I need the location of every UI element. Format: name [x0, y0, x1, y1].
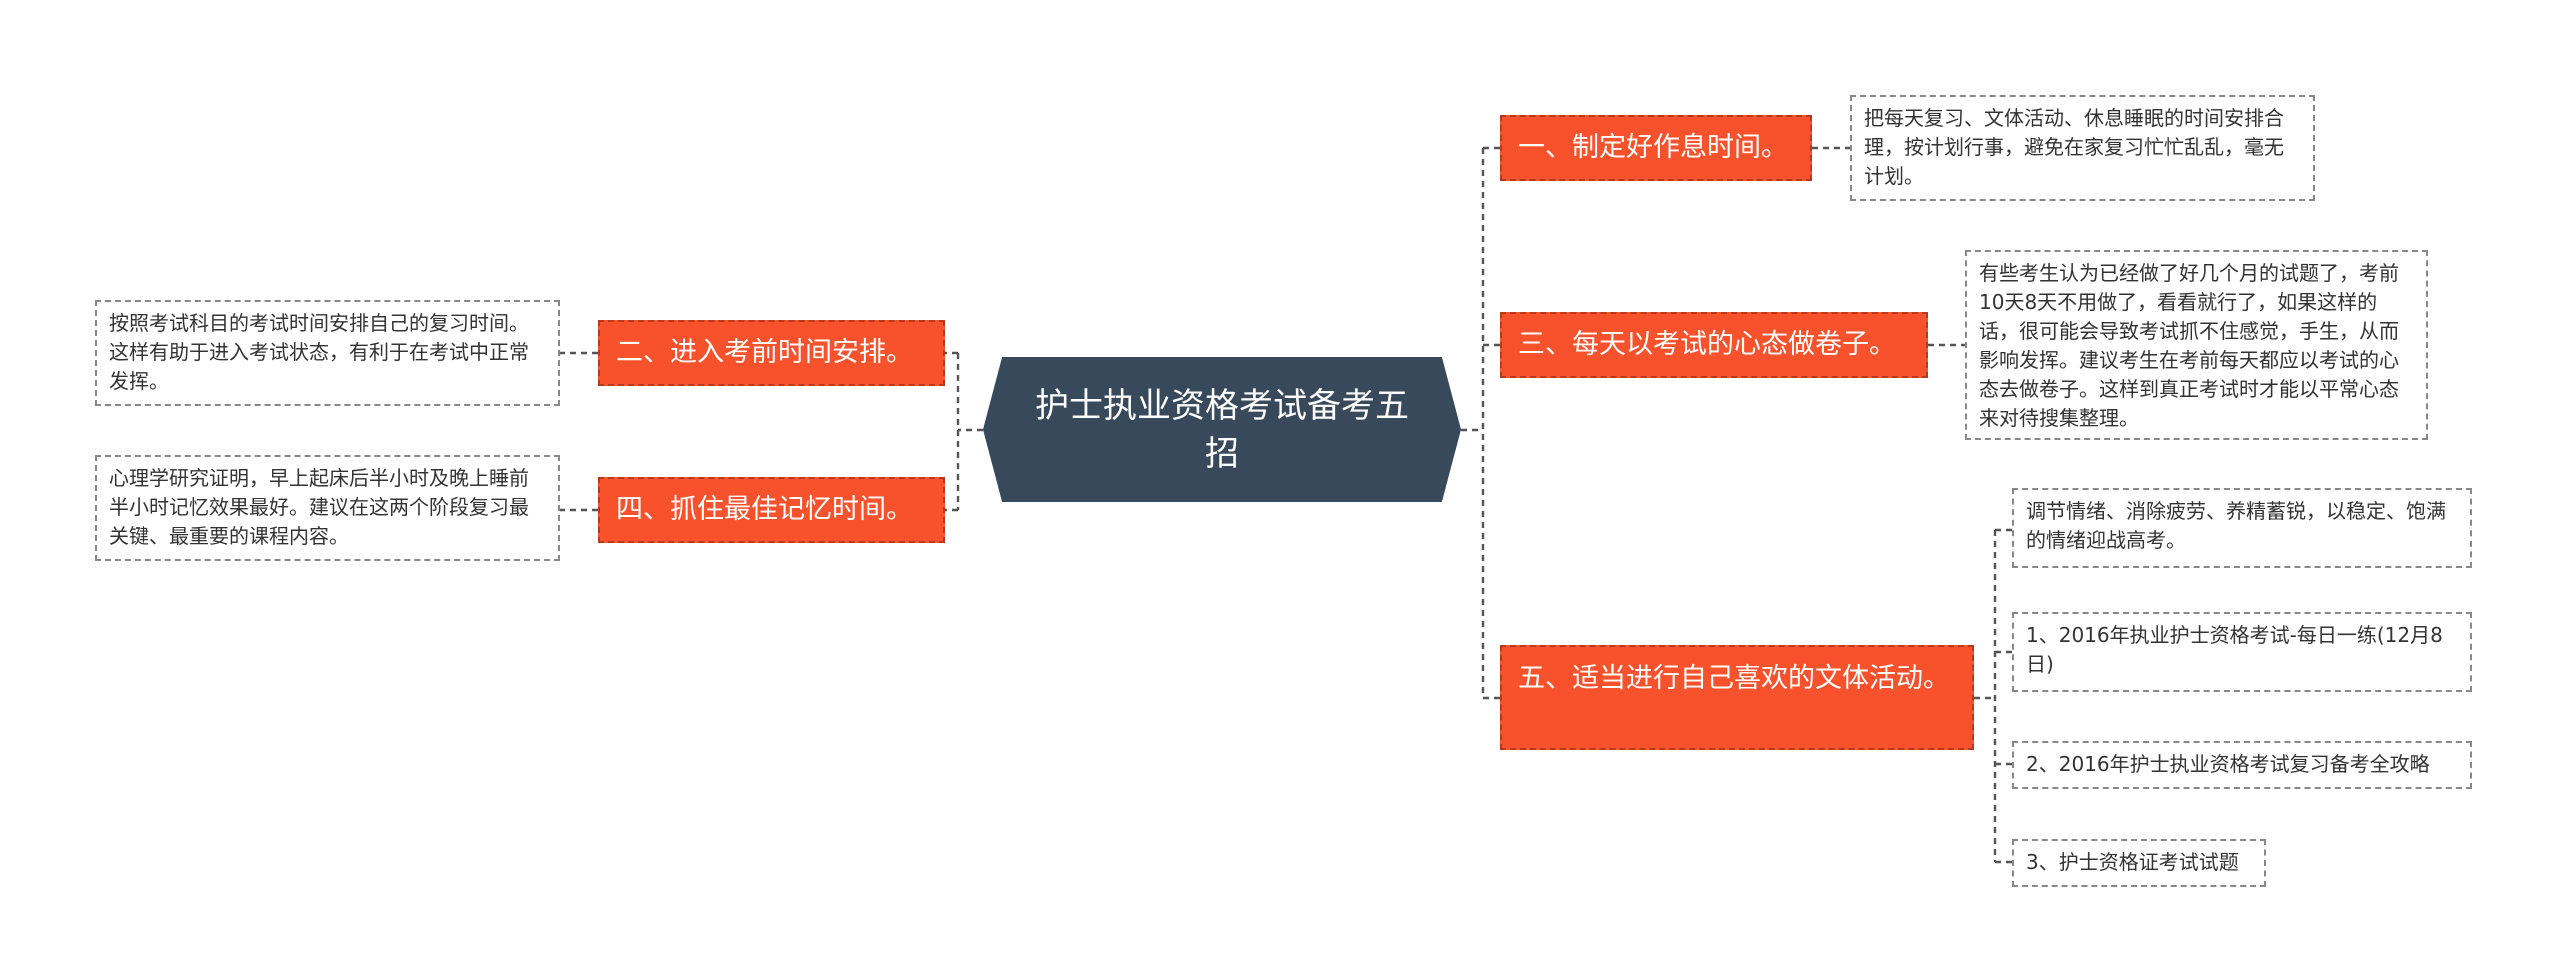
branch-5-label: 五、适当进行自己喜欢的文体活动。 — [1518, 663, 1950, 694]
branch-5[interactable]: 五、适当进行自己喜欢的文体活动。 — [1500, 645, 1974, 750]
branch-5-note-1[interactable]: 调节情绪、消除疲劳、养精蓄锐，以稳定、饱满的情绪迎战高考。 — [2012, 488, 2472, 568]
branch-5-note-2[interactable]: 1、2016年执业护士资格考试-每日一练(12月8日) — [2012, 612, 2472, 692]
root-topic[interactable]: 护士执业资格考试备考五招 — [983, 357, 1461, 502]
branch-2-label: 二、进入考前时间安排。 — [616, 337, 913, 368]
branch-5-note-2-text: 1、2016年执业护士资格考试-每日一练(12月8日) — [2026, 623, 2443, 676]
branch-3-note[interactable]: 有些考生认为已经做了好几个月的试题了，考前10天8天不用做了，看看就行了，如果这… — [1965, 250, 2428, 440]
branch-1-label: 一、制定好作息时间。 — [1518, 132, 1788, 163]
branch-4-note-text: 心理学研究证明，早上起床后半小时及晚上睡前半小时记忆效果最好。建议在这两个阶段复… — [109, 466, 529, 548]
branch-5-note-3[interactable]: 2、2016年护士执业资格考试复习备考全攻略 — [2012, 741, 2472, 789]
branch-5-note-3-text: 2、2016年护士执业资格考试复习备考全攻略 — [2026, 752, 2430, 776]
branch-2-note-text: 按照考试科目的考试时间安排自己的复习时间。这样有助于进入考试状态，有利于在考试中… — [109, 311, 529, 393]
branch-1-note-text: 把每天复习、文体活动、休息睡眠的时间安排合理，按计划行事，避免在家复习忙忙乱乱，… — [1864, 106, 2284, 188]
branch-5-note-1-text: 调节情绪、消除疲劳、养精蓄锐，以稳定、饱满的情绪迎战高考。 — [2026, 499, 2446, 552]
branch-4[interactable]: 四、抓住最佳记忆时间。 — [598, 477, 945, 543]
branch-3-note-text: 有些考生认为已经做了好几个月的试题了，考前10天8天不用做了，看看就行了，如果这… — [1979, 261, 2399, 430]
branch-5-note-4[interactable]: 3、护士资格证考试试题 — [2012, 839, 2266, 887]
branch-3[interactable]: 三、每天以考试的心态做卷子。 — [1500, 312, 1928, 378]
branch-2[interactable]: 二、进入考前时间安排。 — [598, 320, 945, 386]
branch-5-note-4-text: 3、护士资格证考试试题 — [2026, 850, 2239, 874]
branch-2-note[interactable]: 按照考试科目的考试时间安排自己的复习时间。这样有助于进入考试状态，有利于在考试中… — [95, 300, 560, 406]
branch-4-note[interactable]: 心理学研究证明，早上起床后半小时及晚上睡前半小时记忆效果最好。建议在这两个阶段复… — [95, 455, 560, 561]
branch-1[interactable]: 一、制定好作息时间。 — [1500, 115, 1812, 181]
branch-1-note[interactable]: 把每天复习、文体活动、休息睡眠的时间安排合理，按计划行事，避免在家复习忙忙乱乱，… — [1850, 95, 2315, 201]
branch-4-label: 四、抓住最佳记忆时间。 — [616, 494, 913, 525]
branch-3-label: 三、每天以考试的心态做卷子。 — [1518, 329, 1896, 360]
root-title: 护士执业资格考试备考五招 — [1035, 385, 1409, 474]
